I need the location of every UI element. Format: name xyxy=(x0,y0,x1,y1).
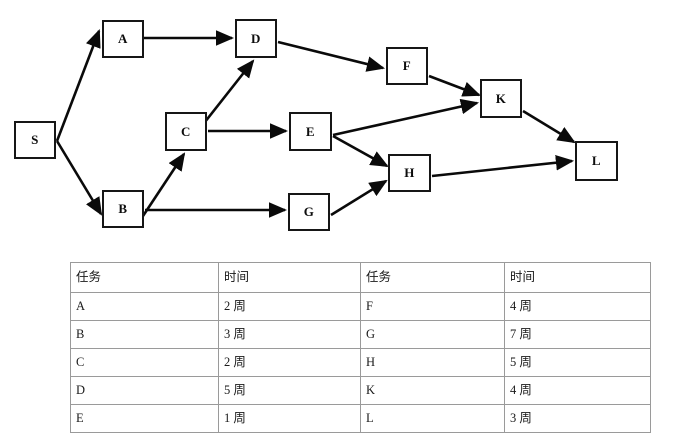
table-cell-r1c3: F xyxy=(360,292,505,321)
table-cell-r5c1: E xyxy=(70,404,219,433)
table-header-row: 任务时间任务时间 xyxy=(70,262,651,293)
node-l: L xyxy=(575,141,618,181)
edge-g-to-h xyxy=(330,179,388,217)
node-label: G xyxy=(303,204,315,219)
table-header-cell-2: 时间 xyxy=(218,262,361,293)
table-cell-r4c4: 4 周 xyxy=(504,376,651,405)
table-cell-r2c4: 7 周 xyxy=(504,320,651,349)
table-header-cell-3: 任务 xyxy=(360,262,505,293)
table-cell-r1c1: A xyxy=(70,292,219,321)
edge-b-to-c xyxy=(139,152,186,220)
table-cell-r5c4: 3 周 xyxy=(504,404,651,433)
table-cell-r3c4: 5 周 xyxy=(504,348,651,377)
table-header-cell-4: 时间 xyxy=(504,262,651,293)
node-a: A xyxy=(102,20,144,58)
node-e: E xyxy=(289,112,332,151)
table-cell-r1c4: 4 周 xyxy=(504,292,651,321)
node-k: K xyxy=(480,79,522,118)
node-b: B xyxy=(102,190,144,228)
edge-s-to-b xyxy=(55,140,103,216)
edge-e-to-h xyxy=(332,134,389,168)
node-label: F xyxy=(402,58,412,73)
node-label: S xyxy=(31,132,39,147)
table-cell-r2c2: 3 周 xyxy=(218,320,361,349)
edge-k-to-l xyxy=(522,109,576,144)
node-label: L xyxy=(591,153,602,168)
node-g: G xyxy=(288,193,330,231)
node-s: S xyxy=(14,121,56,159)
node-label: H xyxy=(404,165,415,180)
table-cell-r2c1: B xyxy=(70,320,219,349)
node-d: D xyxy=(235,19,277,58)
table-cell-r3c1: C xyxy=(70,348,219,377)
node-h: H xyxy=(388,154,431,192)
node-label: A xyxy=(118,31,128,46)
table-cell-r4c2: 5 周 xyxy=(218,376,361,405)
table-cell-r1c2: 2 周 xyxy=(218,292,361,321)
edge-f-to-k xyxy=(428,74,481,97)
node-label: D xyxy=(251,30,261,46)
table-header-cell-1: 任务 xyxy=(70,262,219,293)
table-cell-r3c2: 2 周 xyxy=(218,348,361,377)
node-c: C xyxy=(165,112,207,151)
table-cell-r4c1: D xyxy=(70,376,219,405)
table-cell-r3c3: H xyxy=(360,348,505,377)
table-cell-r5c3: L xyxy=(360,404,505,433)
node-label: E xyxy=(305,123,316,139)
table-cell-r5c2: 1 周 xyxy=(218,404,361,433)
node-label: B xyxy=(118,201,128,216)
node-f: F xyxy=(386,47,428,85)
table-cell-r2c3: G xyxy=(360,320,505,349)
edge-e-to-k xyxy=(332,98,480,137)
edge-h-to-l xyxy=(431,154,575,178)
edge-s-to-a xyxy=(55,29,101,142)
edge-d-to-f xyxy=(277,40,386,72)
network-diagram: S A B C D E F G H K L xyxy=(14,19,618,231)
table-cell-r4c3: K xyxy=(360,376,505,405)
node-label: K xyxy=(495,90,507,106)
node-label: C xyxy=(181,123,191,139)
